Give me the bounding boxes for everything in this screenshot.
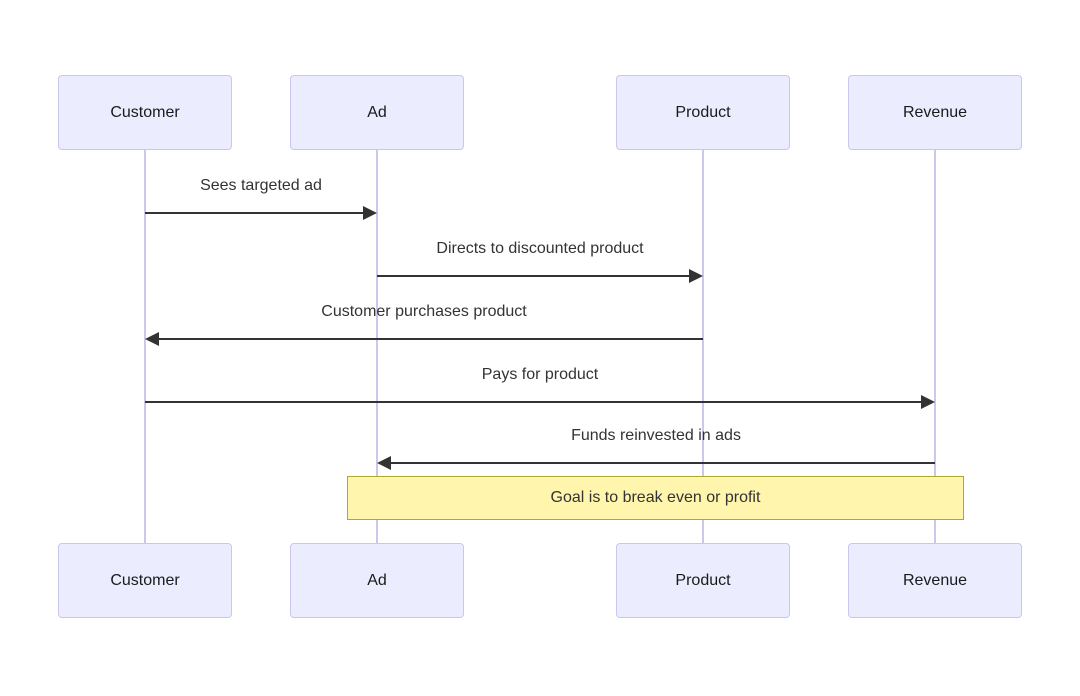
message-label: Funds reinvested in ads xyxy=(571,427,741,444)
participant-label: Product xyxy=(675,103,731,121)
participant-label: Product xyxy=(675,571,731,589)
arrowhead-right-icon xyxy=(363,206,377,220)
message-label: Customer purchases product xyxy=(321,303,527,320)
participant-product-bottom: Product xyxy=(616,543,790,618)
participant-product-top: Product xyxy=(616,75,790,150)
arrowhead-left-icon xyxy=(377,456,391,470)
message-label: Directs to discounted product xyxy=(436,240,644,257)
message-line xyxy=(157,338,703,340)
participant-label: Ad xyxy=(367,571,387,589)
lifeline-product xyxy=(702,150,704,544)
lifeline-ad xyxy=(376,150,378,544)
arrowhead-right-icon xyxy=(689,269,703,283)
participant-label: Revenue xyxy=(902,571,968,589)
message-line xyxy=(377,275,691,277)
participant-customer-bottom: Customer xyxy=(58,543,232,618)
participant-label: Ad xyxy=(367,103,387,121)
participant-customer-top: Customer xyxy=(58,75,232,150)
message-label: Sees targeted ad xyxy=(200,177,322,194)
lifeline-revenue xyxy=(934,150,936,544)
participant-revenue-bottom: Revenue xyxy=(848,543,1022,618)
participant-ad-bottom: Ad xyxy=(290,543,464,618)
message-line xyxy=(145,401,923,403)
arrowhead-right-icon xyxy=(921,395,935,409)
lifeline-customer xyxy=(144,150,146,544)
message-line xyxy=(145,212,365,214)
message-label: Pays for product xyxy=(481,366,599,383)
participant-label: Customer xyxy=(110,103,180,121)
note-goal: Goal is to break even or profit xyxy=(347,476,964,520)
participant-label: Revenue xyxy=(902,103,968,121)
arrowhead-left-icon xyxy=(145,332,159,346)
participant-label: Customer xyxy=(110,571,180,589)
note-label: Goal is to break even or profit xyxy=(550,489,761,506)
participant-revenue-top: Revenue xyxy=(848,75,1022,150)
participant-ad-top: Ad xyxy=(290,75,464,150)
message-line xyxy=(389,462,935,464)
